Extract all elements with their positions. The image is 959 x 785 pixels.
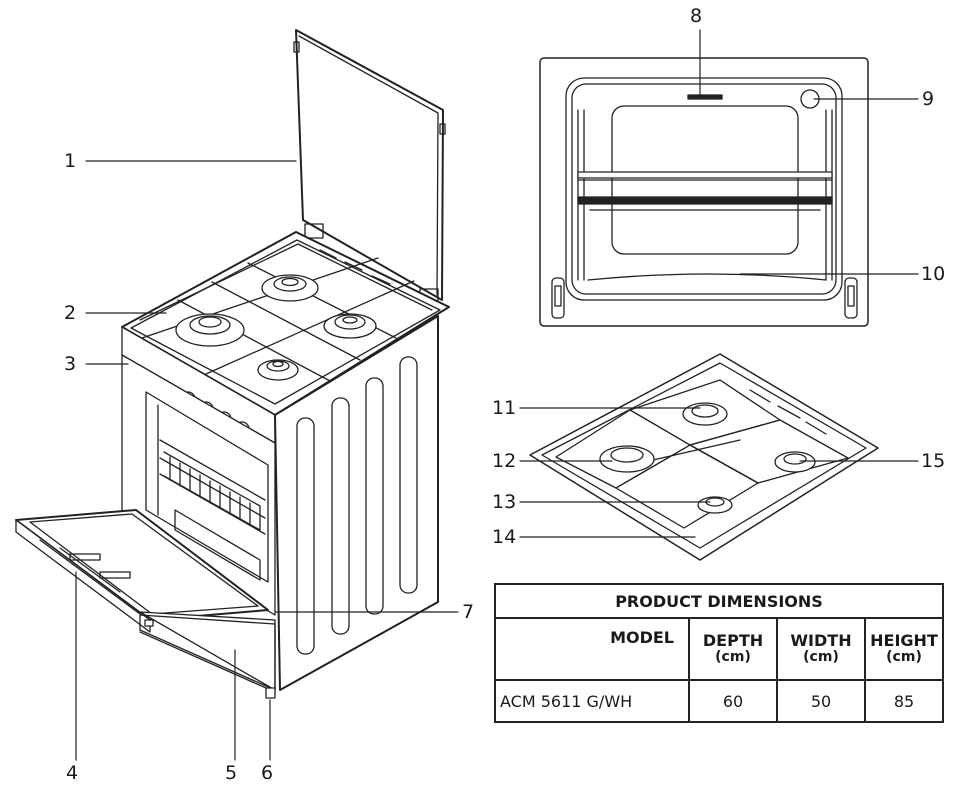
callout-5: 5 <box>225 762 238 784</box>
cooker-illustration <box>15 29 450 699</box>
cell-model: ACM 5611 G/WH <box>494 679 690 723</box>
header-height-unit: (cm) <box>886 649 922 665</box>
header-height: HEIGHT (cm) <box>864 617 944 681</box>
callout-15: 15 <box>921 450 946 472</box>
leader-lines <box>75 29 919 761</box>
callout-9: 9 <box>922 88 935 110</box>
burner-right <box>323 313 377 339</box>
callout-4: 4 <box>66 762 79 784</box>
callout-6: 6 <box>261 762 274 784</box>
bottom-heater <box>587 273 827 281</box>
hob-burner-13 <box>697 496 733 514</box>
burner-front-left-large <box>175 313 245 347</box>
baking-tray <box>577 196 833 211</box>
callout-10: 10 <box>921 263 946 285</box>
cell-height: 85 <box>864 679 944 723</box>
callout-3: 3 <box>64 353 77 375</box>
hob-burner-15 <box>774 451 816 473</box>
callout-13: 13 <box>492 491 517 513</box>
cooker-side-panel <box>274 315 439 691</box>
wire-rack <box>577 171 833 181</box>
adjustable-foot <box>265 687 276 699</box>
burner-front-small <box>257 359 299 381</box>
oven-cavity <box>121 354 276 616</box>
burner-rear-left <box>261 274 319 302</box>
cell-depth: 60 <box>688 679 778 723</box>
cooktop <box>121 231 450 444</box>
header-depth-label: DEPTH <box>702 631 764 650</box>
callout-7: 7 <box>462 601 475 623</box>
header-height-label: HEIGHT <box>870 631 938 650</box>
header-model: MODEL <box>494 617 690 681</box>
header-width: WIDTH (cm) <box>776 617 866 681</box>
cooker-lid <box>293 29 446 304</box>
callout-14: 14 <box>492 526 517 548</box>
hob-burner-11 <box>682 402 728 426</box>
header-depth: DEPTH (cm) <box>688 617 778 681</box>
header-width-label: WIDTH <box>790 631 852 650</box>
callout-12: 12 <box>492 450 517 472</box>
hob-burner-12 <box>599 445 655 473</box>
callout-2: 2 <box>64 302 77 324</box>
header-depth-unit: (cm) <box>715 649 751 665</box>
header-width-unit: (cm) <box>803 649 839 665</box>
callout-11: 11 <box>492 397 517 419</box>
callout-8: 8 <box>690 5 703 27</box>
storage-drawer <box>139 611 276 693</box>
product-dimensions-table: PRODUCT DIMENSIONS MODEL DEPTH (cm) WIDT… <box>494 583 944 723</box>
oven-lamp <box>687 94 723 100</box>
oven-door-open <box>15 509 269 633</box>
callout-1: 1 <box>64 150 77 172</box>
hob-top-view <box>529 353 879 561</box>
oven-interior-illustration <box>539 57 869 327</box>
cell-width: 50 <box>776 679 866 723</box>
table-title: PRODUCT DIMENSIONS <box>494 583 944 619</box>
